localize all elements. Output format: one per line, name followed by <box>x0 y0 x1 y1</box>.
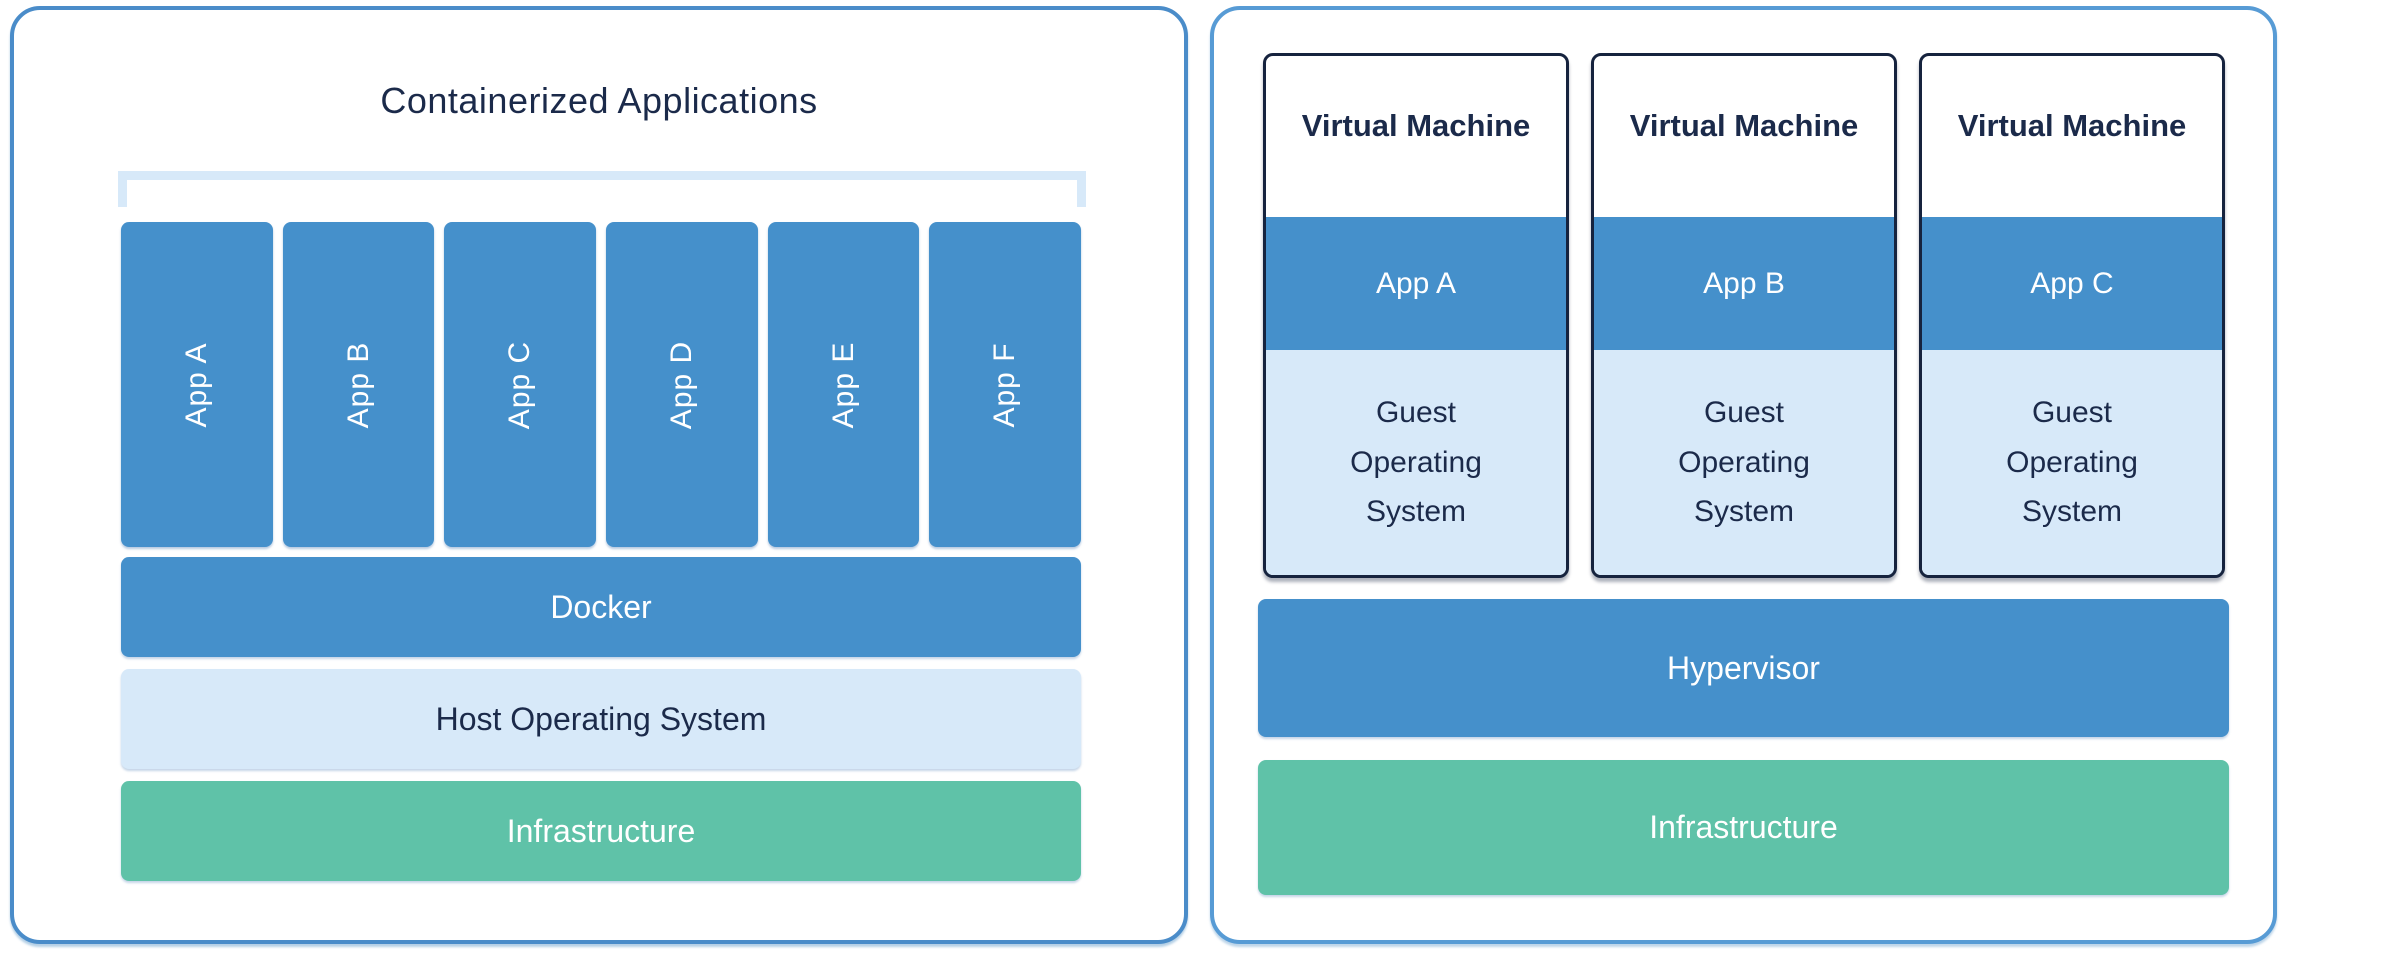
container-group-bracket-icon <box>118 171 1086 207</box>
vm-app-block: App A <box>1266 217 1566 350</box>
virtual-machine-card: Virtual Machine App B Guest Operating Sy… <box>1591 53 1897 578</box>
guest-operating-system-label: Guest Operating System <box>1678 396 1810 529</box>
virtual-machine-title: Virtual Machine <box>1301 108 1531 143</box>
infrastructure-layer-block: Infrastructure <box>121 781 1081 881</box>
guest-operating-system-label: Guest Operating System <box>1350 396 1482 529</box>
docker-layer-block: Docker <box>121 557 1081 657</box>
app-label: App F <box>988 341 1022 428</box>
app-container-block: App D <box>606 222 758 547</box>
app-label: App D <box>664 340 698 429</box>
vm-app-block: App B <box>1594 217 1894 350</box>
guest-operating-system-block: Guest Operating System <box>1266 350 1566 575</box>
hypervisor-layer-block: Hypervisor <box>1258 599 2229 737</box>
virtual-machine-title: Virtual Machine <box>1629 108 1859 143</box>
virtual-machines-panel: Virtual Machine App A Guest Operating Sy… <box>1210 6 2277 944</box>
app-columns-group: App A App B App C App D App E App F <box>121 222 1082 547</box>
containerized-applications-title: Containerized Applications <box>380 80 818 121</box>
virtual-machine-card: Virtual Machine App C Guest Operating Sy… <box>1919 53 2225 578</box>
containerized-applications-panel: Containerized Applications App A App B A… <box>10 6 1188 944</box>
app-container-block: App C <box>444 222 597 547</box>
virtual-machine-title: Virtual Machine <box>1957 108 2187 143</box>
infrastructure-layer-block: Infrastructure <box>1258 760 2229 895</box>
app-label: App B <box>341 341 375 428</box>
app-container-block: App B <box>282 222 435 547</box>
app-container-block: App A <box>121 222 273 547</box>
app-label: App A <box>179 341 213 428</box>
app-container-block: App E <box>767 222 920 547</box>
app-label: App C <box>503 340 537 429</box>
virtual-machine-card: Virtual Machine App A Guest Operating Sy… <box>1263 53 1569 578</box>
guest-operating-system-label: Guest Operating System <box>2006 396 2138 529</box>
app-label: App E <box>826 341 860 428</box>
app-container-block: App F <box>929 222 1082 547</box>
guest-operating-system-block: Guest Operating System <box>1922 350 2222 575</box>
host-operating-system-layer-block: Host Operating System <box>121 669 1081 769</box>
guest-operating-system-block: Guest Operating System <box>1594 350 1894 575</box>
vm-app-block: App C <box>1922 217 2222 350</box>
